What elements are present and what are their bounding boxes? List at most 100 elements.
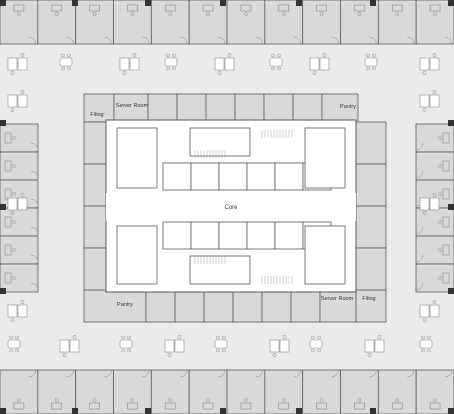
- door-swing-icon: [104, 369, 112, 378]
- office-room: [75, 0, 114, 45]
- workstation-cluster: [309, 53, 330, 75]
- desk: [240, 4, 252, 12]
- chair: [377, 335, 382, 339]
- inner-room: [355, 163, 387, 207]
- door-swing-icon: [217, 36, 226, 45]
- door-swing-icon: [369, 36, 377, 45]
- perimeter-office: [415, 123, 454, 153]
- chair: [432, 300, 437, 304]
- chair: [438, 220, 442, 224]
- perimeter-office: [150, 0, 190, 45]
- chair: [9, 348, 13, 353]
- chair: [422, 318, 427, 322]
- workstation-cluster: [7, 193, 28, 215]
- workstation-cluster: [59, 335, 80, 357]
- chair: [227, 53, 232, 57]
- core-room: [189, 127, 251, 157]
- core-corridor: [106, 193, 356, 221]
- perimeter-office: [415, 207, 454, 237]
- chair: [12, 248, 16, 252]
- chair: [438, 248, 442, 252]
- core-room: [304, 225, 346, 285]
- table: [364, 57, 378, 67]
- chair: [367, 353, 372, 357]
- column-icon: [145, 0, 151, 6]
- column-icon: [220, 0, 226, 6]
- workstation-cluster: [164, 335, 185, 357]
- chair: [372, 66, 376, 71]
- office-room: [37, 369, 77, 414]
- desk: [224, 57, 235, 71]
- desk: [164, 4, 176, 12]
- perimeter-office: [340, 369, 379, 414]
- chair: [177, 335, 182, 339]
- chair: [222, 348, 226, 353]
- table: [119, 339, 133, 349]
- chair: [272, 353, 277, 357]
- door-swing-icon: [369, 369, 377, 378]
- inner-office-ring: [83, 93, 387, 323]
- meeting-table: [214, 335, 228, 353]
- perimeter-office: [415, 151, 454, 181]
- inner-room: [234, 93, 265, 123]
- chair: [319, 398, 324, 402]
- inner-room: [147, 93, 178, 123]
- desk: [69, 339, 80, 353]
- desk: [391, 4, 403, 12]
- core-room: [190, 162, 220, 191]
- chair: [166, 66, 170, 71]
- door-swing-icon: [30, 226, 39, 235]
- chair: [172, 53, 176, 58]
- workstation-cluster: [364, 335, 385, 357]
- perimeter-office: [188, 369, 228, 414]
- inner-room: [176, 93, 207, 123]
- perimeter-office: [113, 0, 152, 45]
- chair: [217, 71, 222, 75]
- inner-room: [174, 289, 205, 323]
- desk: [442, 160, 450, 172]
- office-room: [188, 369, 228, 414]
- chair: [17, 398, 21, 402]
- core-room: [189, 255, 251, 285]
- chair: [438, 276, 442, 280]
- desk: [429, 197, 440, 211]
- perimeter-office: [415, 0, 454, 45]
- chair: [12, 136, 16, 140]
- chair: [271, 53, 275, 58]
- door-swing-icon: [444, 369, 453, 378]
- table: [59, 57, 73, 67]
- inner-room: [83, 247, 107, 291]
- desk: [51, 402, 63, 410]
- chair: [438, 136, 442, 140]
- desk: [7, 304, 18, 318]
- chair: [10, 318, 15, 322]
- office-room: [150, 369, 190, 414]
- column-icon: [370, 0, 376, 6]
- office-room: [150, 0, 190, 45]
- office-room: [415, 123, 454, 153]
- table: [7, 339, 21, 349]
- column-icon: [448, 120, 454, 126]
- chair: [61, 53, 65, 58]
- core-room: [246, 221, 276, 250]
- office-room: [113, 369, 152, 414]
- door-swing-icon: [66, 369, 74, 378]
- inner-room: [319, 289, 357, 323]
- chair: [132, 53, 137, 57]
- desk: [429, 57, 440, 71]
- chair: [54, 398, 59, 402]
- chair: [127, 348, 131, 353]
- chair: [427, 335, 431, 340]
- chair: [12, 276, 16, 280]
- door-swing-icon: [444, 36, 453, 45]
- office-room: [302, 369, 341, 414]
- desk: [429, 304, 440, 318]
- office-room: [340, 0, 379, 45]
- desk: [17, 94, 28, 108]
- chair: [277, 53, 281, 58]
- workstation-cluster: [419, 90, 440, 112]
- desk: [309, 57, 320, 71]
- filing-room-label-south: Filing: [362, 296, 375, 302]
- core-room: [116, 225, 158, 285]
- chair: [395, 12, 400, 16]
